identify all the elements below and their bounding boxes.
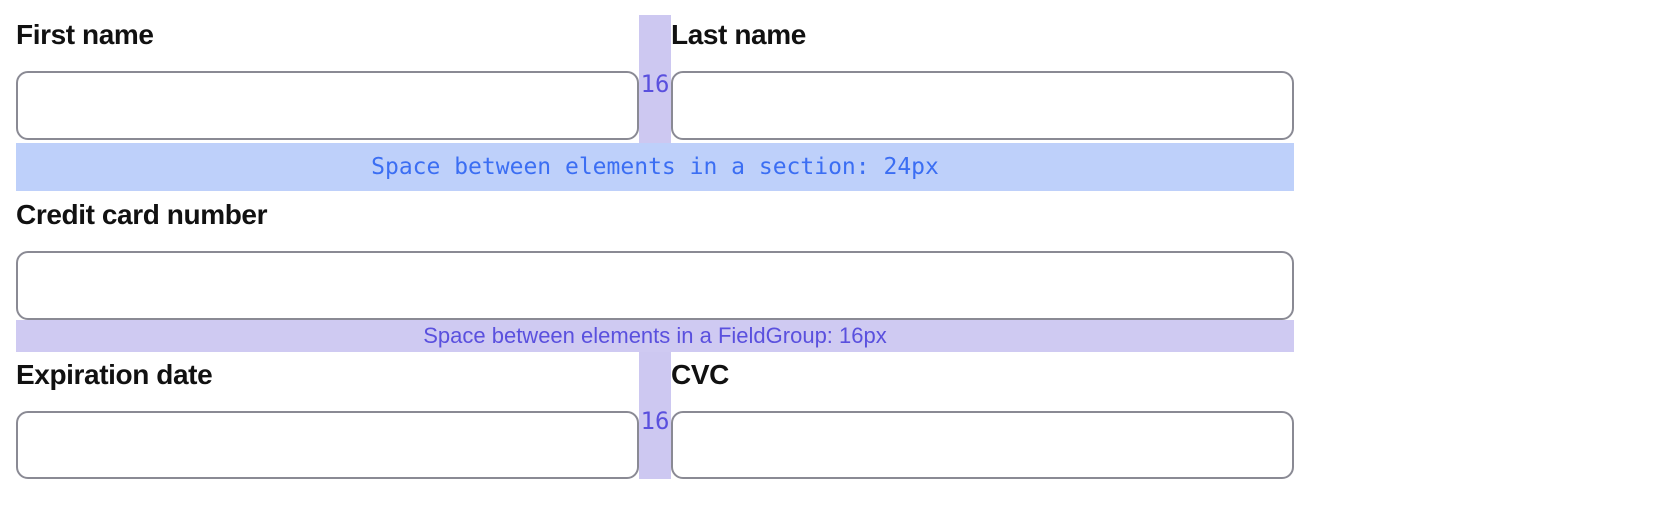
first-name-label: First name xyxy=(16,19,154,50)
column-gap-indicator: 16 xyxy=(639,15,671,143)
card-number-input[interactable] xyxy=(16,251,1294,320)
form-spacing-spec: First name 16 Last name Space between el… xyxy=(16,15,1294,479)
expiration-date-input[interactable] xyxy=(16,411,639,479)
field-last-name: Last name xyxy=(671,15,1294,143)
expiration-date-label: Expiration date xyxy=(16,359,213,390)
last-name-label: Last name xyxy=(671,19,806,50)
first-name-input[interactable] xyxy=(16,71,639,140)
fieldgroup-spacing-annotation: Space between elements in a FieldGroup: … xyxy=(16,320,1294,352)
cvc-label: CVC xyxy=(671,359,729,390)
field-cvc: CVC xyxy=(671,352,1294,479)
name-field-row: First name 16 Last name xyxy=(16,15,1294,143)
column-gap-value: 16 xyxy=(640,70,670,98)
last-name-input[interactable] xyxy=(671,71,1294,140)
section-spacing-annotation: Space between elements in a section: 24p… xyxy=(16,143,1294,191)
fieldgroup-spacing-label: Space between elements in a FieldGroup: … xyxy=(423,323,887,348)
field-card-number: Credit card number xyxy=(16,197,1294,320)
column-gap-indicator: 16 xyxy=(639,352,671,479)
field-expiration-date: Expiration date xyxy=(16,352,639,479)
card-number-field-row: Credit card number xyxy=(16,197,1294,320)
section-spacing-label: Space between elements in a section: 24p… xyxy=(371,154,939,180)
column-gap-value: 16 xyxy=(640,407,670,435)
expiry-field-row: Expiration date 16 CVC xyxy=(16,352,1294,479)
cvc-input[interactable] xyxy=(671,411,1294,479)
card-number-label: Credit card number xyxy=(16,199,268,230)
field-first-name: First name xyxy=(16,15,639,143)
